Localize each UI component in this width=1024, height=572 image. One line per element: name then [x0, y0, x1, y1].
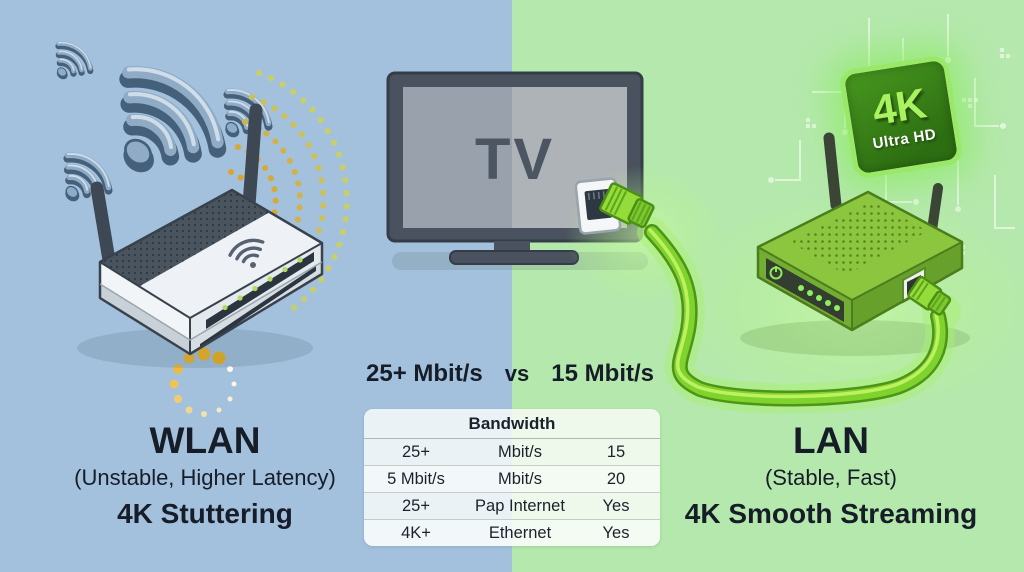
lan-subtitle: (Stable, Fast): [764, 464, 898, 490]
table-row: 25+ Pap Internet Yes: [364, 493, 660, 520]
lan-caption: LAN (Stable, Fast) 4K Smooth Streaming: [658, 420, 1004, 530]
wlan-caption: WLAN (Unstable, Higher Latency) 4K Stutt…: [28, 420, 382, 530]
table-cell: Mbit/s: [497, 442, 542, 461]
wlan-subtitle: (Unstable, Higher Latency): [74, 464, 336, 490]
wlan-bandwidth-value: 25+ Mbit/s: [366, 360, 483, 387]
router-wifi-logo-icon: [228, 238, 265, 268]
ethernet-plug-icon: [599, 182, 655, 229]
wlan-title: WLAN: [149, 420, 261, 461]
table-cell: 25+: [402, 496, 430, 515]
tv-label: TV: [474, 127, 556, 192]
table-cell: Yes: [602, 496, 630, 515]
table-header: Bandwidth: [364, 409, 660, 439]
router-lan: [740, 132, 970, 356]
lan-status: 4K Smooth Streaming: [684, 498, 978, 530]
table-cell: Mbit/s: [497, 469, 542, 488]
table-cell: Ethernet: [488, 523, 552, 542]
bandwidth-comparison: 25+ Mbit/s vs 15 Mbit/s: [366, 360, 654, 388]
wifi-3d-icons: [42, 36, 277, 215]
table-cell: 4K+: [401, 523, 431, 542]
table-cell: 15: [606, 442, 626, 461]
table-cell: 5 Mbit/s: [387, 469, 445, 488]
buffering-spinner-icon: [169, 347, 237, 417]
bandwidth-table: Bandwidth 25+ Mbit/s 15 5 Mbit/s Mbit/s …: [364, 409, 660, 546]
router-wifi: [77, 103, 324, 368]
vs-label: vs: [504, 361, 530, 386]
ethernet-plug-icon-2: [907, 275, 952, 316]
lan-bandwidth-value: 15 Mbit/s: [551, 360, 654, 387]
table-cell: 25+: [402, 442, 430, 461]
power-icon: [769, 266, 783, 280]
table-cell: 20: [606, 469, 626, 488]
table-row: 5 Mbit/s Mbit/s 20: [364, 466, 660, 493]
wlan-status: 4K Stuttering: [117, 498, 293, 530]
table-row: 25+ Mbit/s 15: [364, 439, 660, 466]
table-cell: Yes: [602, 523, 630, 542]
lan-title: LAN: [792, 420, 870, 461]
table-cell: Pap Internet: [475, 496, 565, 515]
table-row: 4K+ Ethernet Yes: [364, 520, 660, 546]
ethernet-cable: [637, 217, 961, 414]
